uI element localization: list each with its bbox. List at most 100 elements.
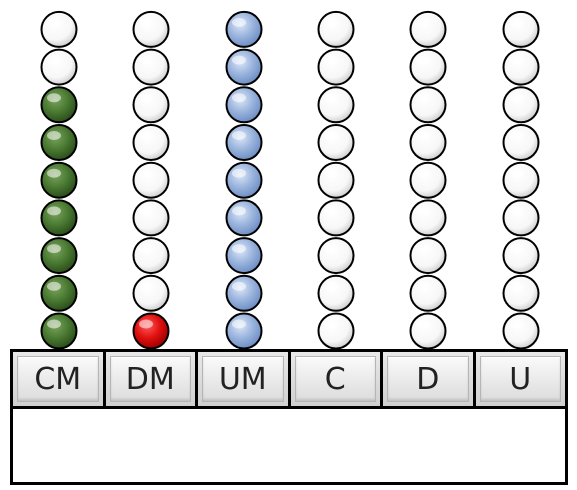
bead-cm-4-green: [40, 199, 78, 237]
bead-highlight: [509, 93, 523, 103]
label-cell-um: UM: [198, 352, 291, 406]
bead-um-4-blue: [225, 199, 263, 237]
label-u: U: [509, 361, 532, 397]
bead-c-6-white: [317, 124, 355, 161]
label-cell-u: U: [475, 352, 565, 406]
bead-dm-5-white: [132, 161, 170, 199]
bead-highlight: [509, 281, 523, 291]
bead-cm-9-white: [40, 10, 78, 48]
bead-c-7-white: [317, 86, 355, 124]
bead-highlight: [47, 244, 61, 254]
bead-um-6-blue: [225, 124, 263, 161]
bead-highlight: [232, 131, 246, 140]
bead-highlight: [47, 281, 61, 291]
bead-d-7-white: [409, 86, 447, 124]
bead-cm-6-green: [40, 124, 78, 161]
bead-highlight: [416, 319, 430, 329]
bead-highlight: [232, 319, 246, 329]
bead-c-8-white: [317, 48, 355, 86]
bead-um-8-blue: [225, 48, 263, 86]
bead-highlight: [47, 131, 61, 140]
bead-um-2-blue: [225, 274, 263, 312]
bead-highlight: [509, 55, 523, 65]
bead-highlight: [324, 131, 338, 140]
label-cell-d: D: [383, 352, 476, 406]
bead-um-3-blue: [225, 237, 263, 275]
bead-highlight: [47, 93, 61, 103]
bead-u-9-white: [502, 10, 540, 48]
bead-highlight: [324, 206, 338, 216]
bead-d-1-white: [409, 312, 447, 350]
label-cm: CM: [34, 361, 82, 397]
bead-cm-1-green: [40, 312, 78, 350]
bead-highlight: [232, 17, 246, 27]
bead-d-6-white: [409, 124, 447, 161]
label-c: C: [324, 361, 346, 397]
bead-highlight: [324, 168, 338, 178]
bead-highlight: [324, 319, 338, 329]
bead-c-1-white: [317, 312, 355, 350]
bead-d-3-white: [409, 237, 447, 275]
bead-cm-3-green: [40, 237, 78, 275]
bead-highlight: [139, 131, 153, 140]
bead-highlight: [139, 319, 153, 329]
bead-highlight: [324, 281, 338, 291]
bead-highlight: [139, 55, 153, 65]
place-value-labels: CM DM UM C D U: [10, 349, 568, 409]
bead-u-1-white: [502, 312, 540, 350]
bead-highlight: [139, 168, 153, 178]
bead-highlight: [139, 281, 153, 291]
bead-highlight: [416, 206, 430, 216]
bead-c-4-white: [317, 199, 355, 237]
bead-c-5-white: [317, 161, 355, 199]
bead-d-5-white: [409, 161, 447, 199]
label-dm: DM: [125, 361, 175, 397]
bead-highlight: [232, 93, 246, 103]
bead-um-9-blue: [225, 10, 263, 48]
bead-highlight: [47, 168, 61, 178]
bead-cm-2-green: [40, 274, 78, 312]
bead-highlight: [509, 17, 523, 27]
bead-highlight: [509, 131, 523, 140]
bead-highlight: [509, 244, 523, 254]
bead-highlight: [139, 244, 153, 254]
bead-um-7-blue: [225, 86, 263, 124]
bead-um-5-blue: [225, 161, 263, 199]
bead-highlight: [232, 281, 246, 291]
bead-highlight: [324, 55, 338, 65]
bead-u-7-white: [502, 86, 540, 124]
bead-highlight: [509, 319, 523, 329]
bead-cm-7-green: [40, 86, 78, 124]
bead-highlight: [232, 55, 246, 65]
bead-u-2-white: [502, 274, 540, 312]
bead-dm-7-white: [132, 86, 170, 124]
bead-highlight: [416, 244, 430, 254]
bead-cm-5-green: [40, 161, 78, 199]
bead-highlight: [139, 206, 153, 216]
bead-highlight: [416, 55, 430, 65]
bead-highlight: [416, 17, 430, 27]
bead-highlight: [47, 55, 61, 65]
bead-dm-6-white: [132, 124, 170, 161]
bead-highlight: [416, 281, 430, 291]
answer-box[interactable]: [10, 406, 568, 485]
bead-highlight: [232, 168, 246, 178]
bead-highlight: [509, 206, 523, 216]
bead-highlight: [416, 131, 430, 140]
bead-highlight: [416, 93, 430, 103]
bead-cm-8-white: [40, 48, 78, 86]
bead-u-3-white: [502, 237, 540, 275]
label-cell-dm: DM: [105, 352, 198, 406]
bead-highlight: [509, 168, 523, 178]
label-cell-c: C: [290, 352, 383, 406]
bead-dm-4-white: [132, 199, 170, 237]
bead-highlight: [232, 244, 246, 254]
bead-um-1-blue: [225, 312, 263, 350]
bead-u-8-white: [502, 48, 540, 86]
bead-c-3-white: [317, 237, 355, 275]
bead-d-9-white: [409, 10, 447, 48]
bead-dm-8-white: [132, 48, 170, 86]
bead-dm-2-white: [132, 274, 170, 312]
label-d: D: [416, 361, 440, 397]
bead-c-2-white: [317, 274, 355, 312]
